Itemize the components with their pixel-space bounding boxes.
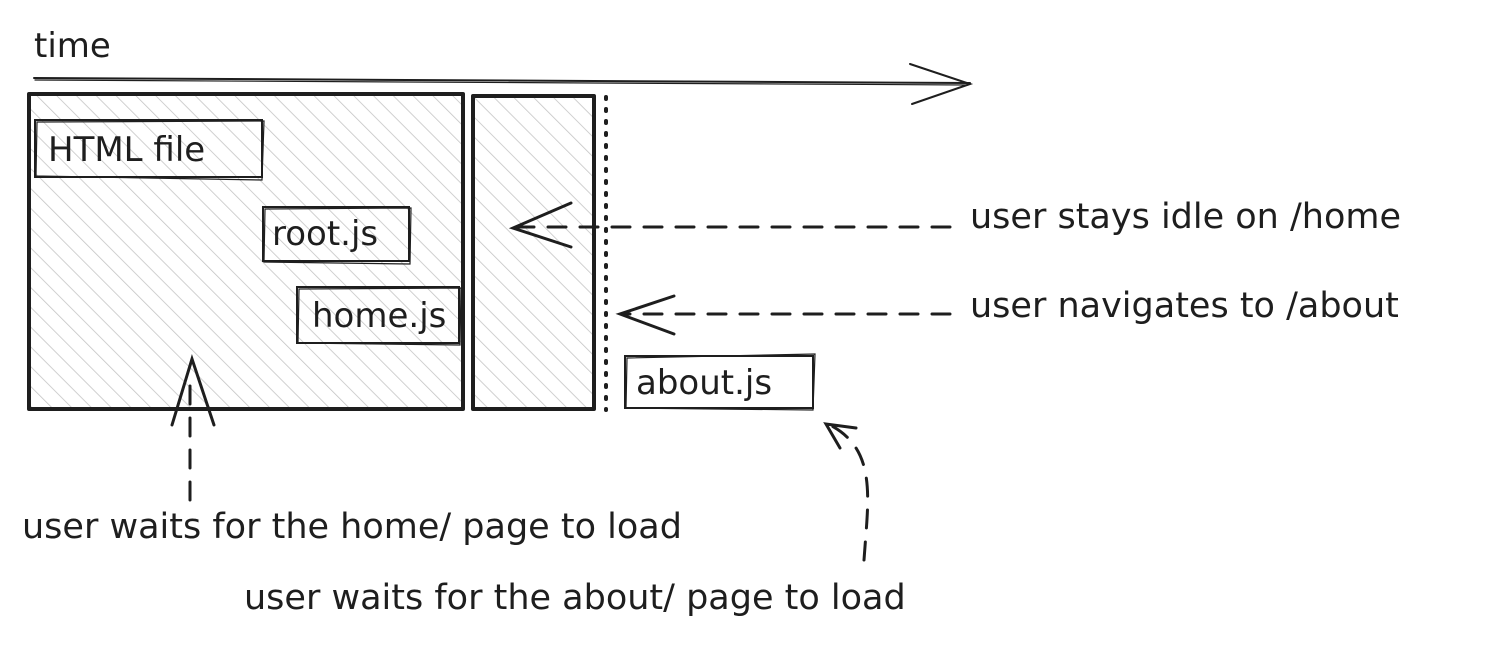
home-js-box — [296, 286, 462, 346]
root-js-box — [262, 206, 412, 265]
wait-about-arrow — [823, 422, 870, 562]
wait-home-arrow — [170, 354, 216, 502]
idle-annotation: user stays idle on /home — [970, 197, 1402, 237]
wait-about-annotation: user waits for the about/ page to load — [244, 578, 906, 618]
idle-arrow — [508, 201, 952, 249]
home-js-label: home.js — [312, 296, 447, 336]
navigate-annotation: user navigates to /about — [970, 286, 1399, 326]
initial-load-block — [27, 92, 465, 411]
wait-home-annotation: user waits for the home/ page to load — [22, 507, 682, 547]
root-js-label: root.js — [272, 214, 379, 254]
about-js-label: about.js — [636, 363, 773, 403]
html-file-label: HTML file — [48, 130, 206, 170]
about-js-box — [624, 353, 816, 411]
idle-block — [471, 94, 596, 411]
navigate-arrow — [615, 294, 952, 336]
time-axis-label: time — [34, 26, 111, 66]
html-file-box — [34, 119, 265, 181]
